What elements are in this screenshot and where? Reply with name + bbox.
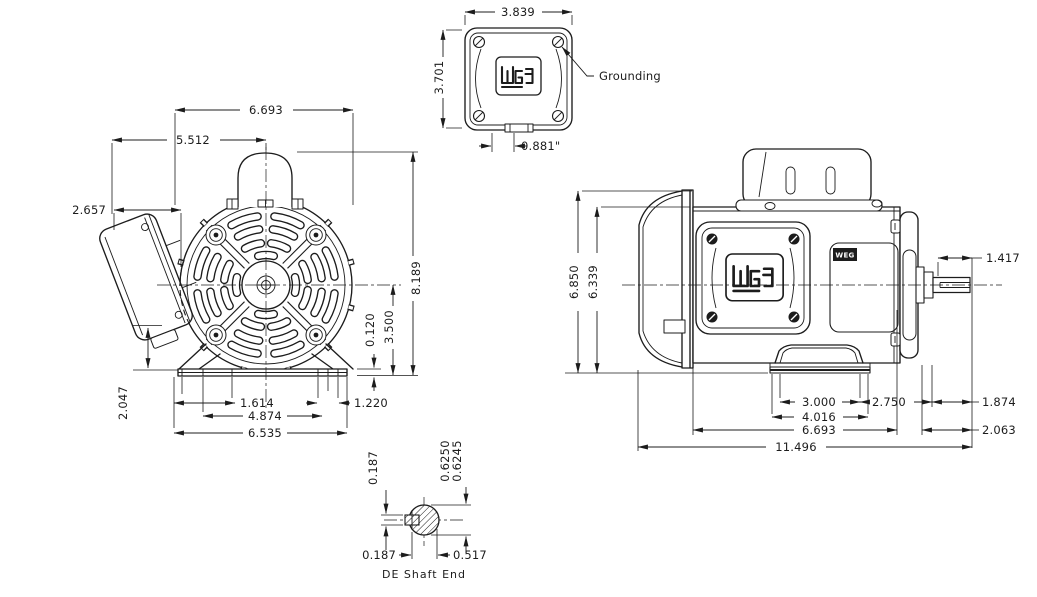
dim-text: 3.839 <box>501 5 535 19</box>
dim-slot-to-edge: 1.614 <box>173 396 274 410</box>
grounding-label: Grounding <box>599 69 661 83</box>
dim-text: 2.063 <box>982 423 1016 437</box>
end-bracket <box>890 207 919 363</box>
dim-box-depth: 3.701 <box>432 30 462 128</box>
dim-overall-length: 11.496 <box>638 440 972 454</box>
screw-slots <box>708 235 798 321</box>
mounting-foot-side <box>769 344 871 374</box>
dim-text: 6.850 <box>567 265 581 299</box>
dim-frame-width: 6.693 <box>175 103 353 205</box>
dim-text: 0.187 <box>362 548 396 562</box>
dim-slot-offset: 1.220 <box>306 396 388 410</box>
dim-conduit-hole: 0.881" <box>479 133 560 153</box>
dim-text: 1.220 <box>354 396 388 410</box>
dim-shaft-diameter: 0.6250 0.6245 <box>431 440 471 553</box>
front-centerlines <box>157 147 401 410</box>
shaft-end-detail-view: 0.187 0.6250 0.6245 0.187 0.517 DE Shaft… <box>362 440 487 581</box>
dim-frame-length: 6.693 <box>693 423 897 437</box>
dim-shaft-end-offset: 2.063 <box>921 423 1016 437</box>
dim-text: 3.500 <box>382 310 396 344</box>
nameplate-brand: WEG <box>835 252 854 260</box>
dim-box-overhang: 2.657 <box>72 203 182 267</box>
shaft-detail-caption: DE Shaft End <box>382 568 466 581</box>
dim-text: 0.6245 <box>450 440 464 481</box>
dim-text: 2.750 <box>872 395 906 409</box>
dim-text: 8.189 <box>409 261 423 295</box>
dim-text: 0.517 <box>453 548 487 562</box>
dim-box-width: 3.839 <box>465 5 572 25</box>
dim-text: 4.016 <box>802 410 836 424</box>
dim-text: 5.512 <box>176 133 210 147</box>
dim-text: 0.881" <box>521 139 560 153</box>
dim-text: 6.339 <box>586 265 600 299</box>
dim-text: 4.874 <box>248 409 282 423</box>
dim-text: 11.496 <box>775 440 816 454</box>
dim-base-thickness: 0.120 <box>357 313 381 391</box>
dim-text: 0.120 <box>363 313 377 347</box>
fan-cover-screws <box>205 224 327 346</box>
dim-text: 1.614 <box>240 396 274 410</box>
conduit-cover-top-side <box>735 148 883 212</box>
dim-bolt-span: 4.874 <box>203 409 322 423</box>
grounding-callout: Grounding <box>561 46 661 83</box>
side-view: WEG 6.850 6.339 1.417 3.000 2 <box>565 148 1020 454</box>
dim-text: 1.417 <box>986 251 1020 265</box>
nameplate-logo-tag <box>833 248 857 261</box>
conduit-box-front <box>99 213 197 349</box>
dim-base-width: 6.535 <box>174 426 347 440</box>
dim-text: 0.187 <box>366 451 380 485</box>
dim-key-height: 0.187 <box>366 451 403 550</box>
dim-text: 6.535 <box>248 426 282 440</box>
dim-text: 6.693 <box>249 103 283 117</box>
dim-foot-pad-length: 4.016 <box>772 410 868 424</box>
dim-text: 3.000 <box>802 395 836 409</box>
dim-shaft-center-height: 3.500 <box>382 285 396 375</box>
mounting-base-front <box>177 343 354 377</box>
dim-foot-hole-span: 3.000 <box>780 395 860 409</box>
dim-box-bottom-height: 2.047 <box>116 325 178 420</box>
dim-flat-to-surface: 0.517 <box>437 548 487 562</box>
dim-key-protrusion: 0.187 <box>362 529 438 562</box>
dim-box-to-center: 5.512 <box>112 133 266 214</box>
dim-bearing-to-shaft-end: 1.874 <box>931 395 1016 409</box>
dim-text: 3.701 <box>432 61 446 95</box>
dim-text: 2.047 <box>116 386 130 420</box>
terminal-box-cover-side <box>695 221 811 335</box>
front-view: 6.693 5.512 2.657 8.189 3.500 0.120 <box>72 103 423 440</box>
conduit-knockout-tab <box>504 123 534 133</box>
box-corner-screws <box>472 35 565 123</box>
nameplate: WEG <box>829 242 899 333</box>
dim-text: 2.657 <box>72 203 106 217</box>
dim-side-body-height: 6.339 <box>586 207 690 373</box>
fan-cowl-side <box>638 189 694 369</box>
dim-text: 1.874 <box>982 395 1016 409</box>
dim-overall-height: 8.189 <box>297 152 423 376</box>
dim-text: 6.693 <box>802 423 836 437</box>
dim-text: 0.6250 <box>438 440 452 481</box>
cover-spring-wires <box>475 48 562 109</box>
terminal-box-top-view: 3.839 3.701 0.881" Grounding <box>432 5 661 153</box>
dim-shaft-extension: 1.417 <box>937 251 1020 448</box>
dim-foot-to-bearing: 2.750 <box>860 395 932 409</box>
terminal-box-front <box>226 152 304 210</box>
